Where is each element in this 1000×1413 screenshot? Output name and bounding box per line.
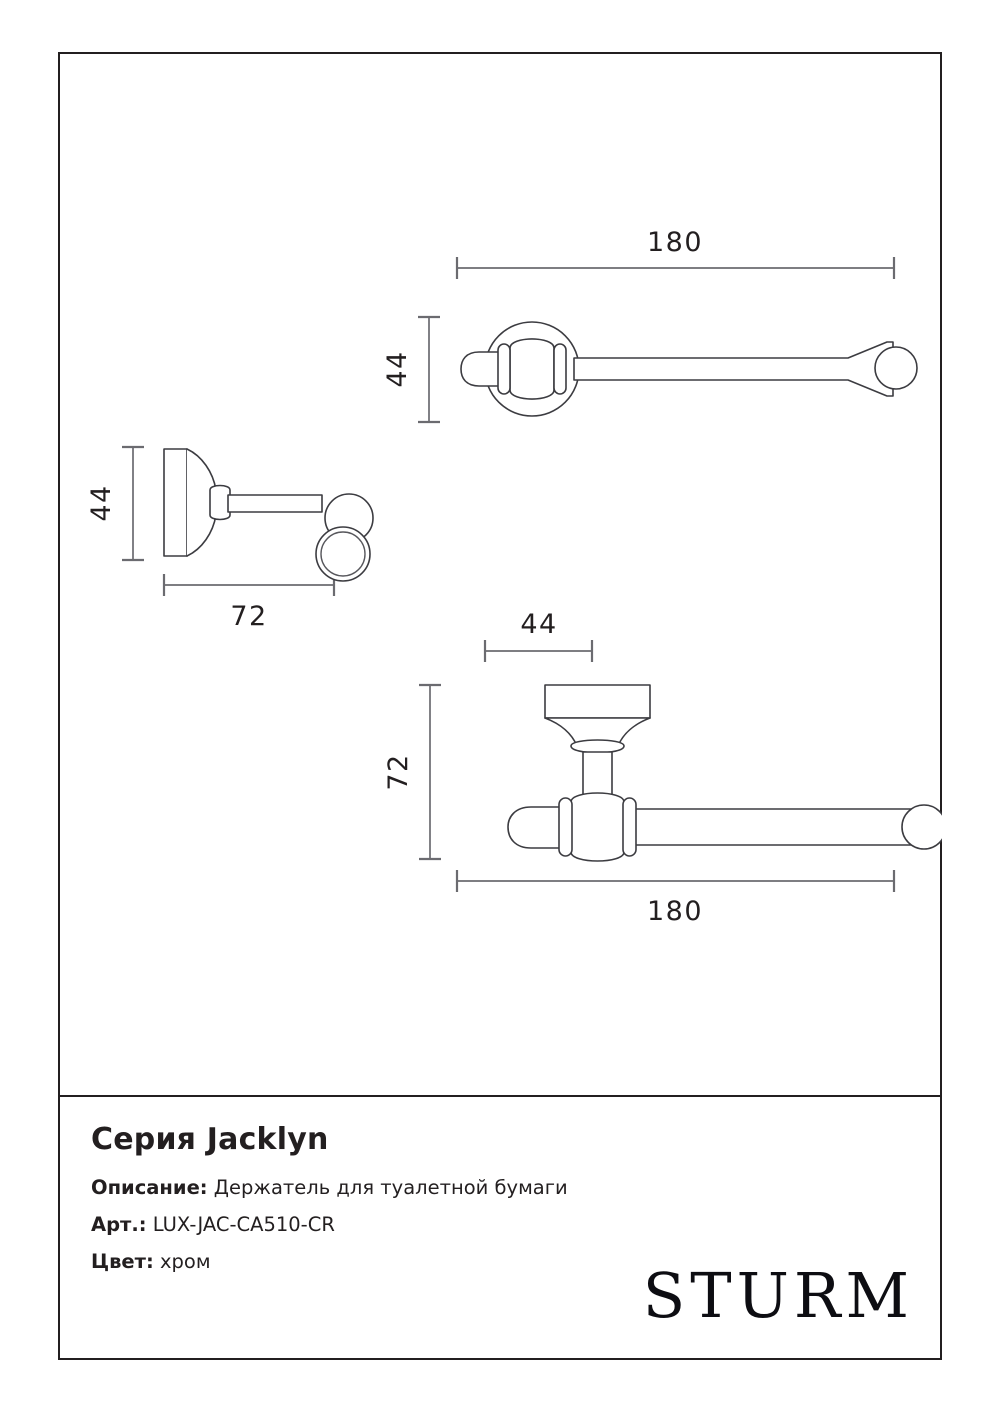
spec-value-color: хром	[159, 1250, 211, 1273]
top-view-collar-left	[497, 343, 511, 395]
spec-label-description: Описание:	[91, 1176, 208, 1199]
front-view-knob-bulge	[570, 792, 625, 862]
series-title: Серия Jacklyn	[91, 1122, 329, 1157]
sheet-border	[58, 52, 942, 1360]
dimension-front-height: 72	[383, 683, 441, 861]
front-view-group: 44 72 180	[383, 609, 942, 927]
dimension-top-width-label: 44	[382, 350, 413, 387]
dimension-front-height-label: 72	[383, 753, 414, 790]
dimension-side-depth: 72	[162, 574, 336, 632]
front-view-left-cap	[507, 806, 564, 849]
side-view-wall-plate	[163, 448, 188, 557]
side-view-group: 44 72	[86, 445, 374, 632]
dimension-top-length-label: 180	[647, 227, 703, 258]
spec-value-description: Держатель для туалетной бумаги	[213, 1176, 568, 1199]
title-block: Серия Jacklyn Описание: Держатель для ту…	[58, 1097, 942, 1360]
dimension-side-height: 44	[86, 445, 144, 562]
top-view-group: 180 44	[382, 227, 918, 424]
dimension-front-flange-width-label: 44	[520, 609, 557, 640]
dimension-top-length: 180	[455, 227, 896, 279]
drawing-area: 180 44 44	[58, 52, 942, 1096]
front-view-neck-collar	[570, 739, 625, 754]
side-view-stem	[227, 494, 323, 513]
dimension-front-flange-width: 44	[483, 609, 594, 662]
top-view-knob-bulge	[509, 338, 555, 400]
spec-value-article: LUX-JAC-CA510-CR	[152, 1213, 335, 1236]
front-view-end-cap	[901, 804, 942, 850]
side-view-ring-outer	[315, 526, 371, 582]
dimension-front-length-label: 180	[647, 896, 703, 927]
front-view-collar-left	[558, 797, 573, 857]
dimension-side-depth-label: 72	[230, 601, 267, 632]
spec-row-description: Описание: Держатель для туалетной бумаги	[91, 1176, 568, 1199]
front-view-flange-cap	[544, 684, 651, 719]
title-block-divider	[58, 1095, 942, 1097]
spec-label-color: Цвет:	[91, 1250, 154, 1273]
top-view-end-cap	[874, 346, 918, 390]
spec-label-article: Арт.:	[91, 1213, 147, 1236]
front-view-collar-right	[622, 797, 637, 857]
dimension-front-length: 180	[455, 870, 896, 927]
top-view-left-cap	[460, 351, 502, 387]
top-view-arm	[573, 341, 894, 397]
technical-drawing: 180 44 44	[86, 227, 942, 927]
top-view-collar-right	[553, 343, 567, 395]
side-view-ring-inner	[320, 531, 366, 577]
dimension-side-height-label: 44	[86, 484, 117, 521]
spec-row-article: Арт.: LUX-JAC-CA510-CR	[91, 1213, 335, 1236]
front-view-bar	[617, 808, 921, 846]
spec-row-color: Цвет: хром	[91, 1250, 211, 1273]
brand-logo: STURM	[642, 1259, 914, 1332]
side-view-neck-collar	[209, 484, 231, 521]
dimension-top-width: 44	[382, 315, 440, 424]
